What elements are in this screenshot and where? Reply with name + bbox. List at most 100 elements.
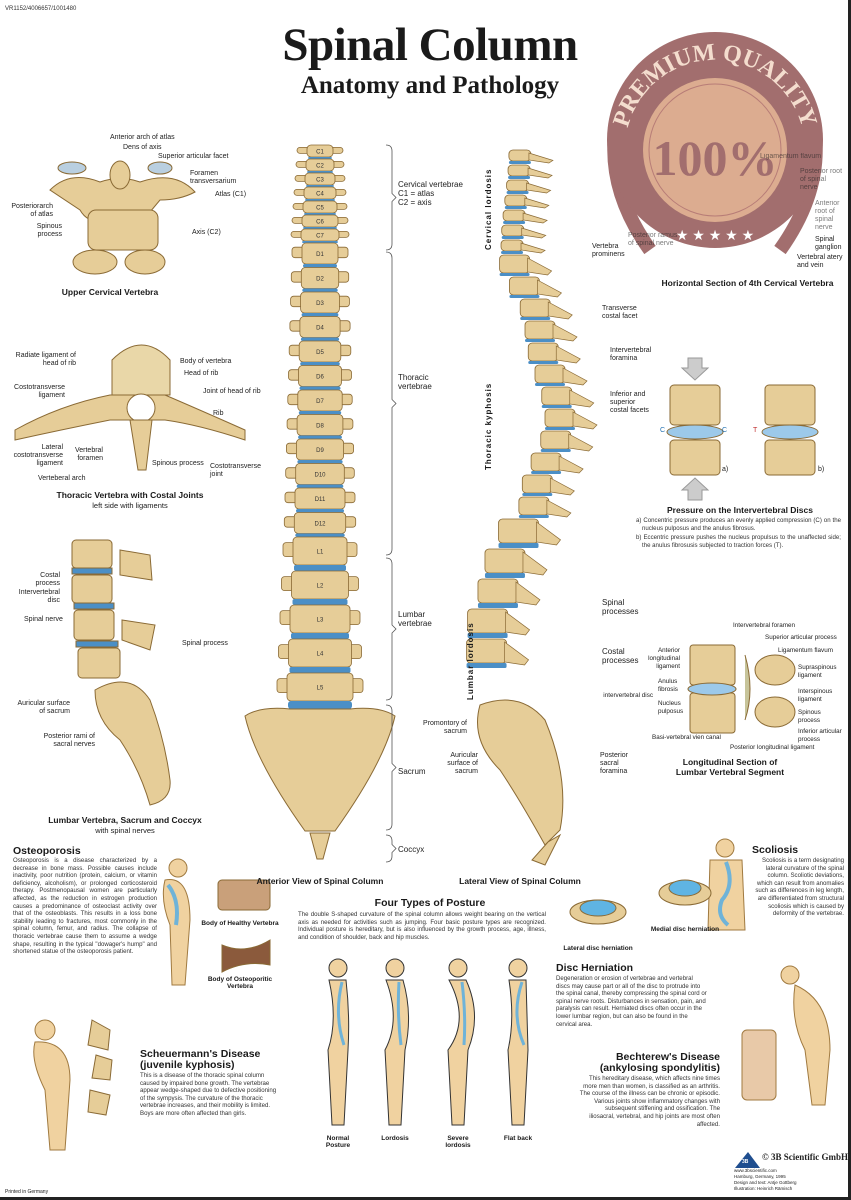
label: Anulus fibrosis (658, 678, 678, 693)
intervertebral-disc (303, 227, 337, 229)
lateral-vertebra (519, 298, 551, 318)
label: Rib (213, 410, 224, 417)
intervertebral-disc (504, 206, 527, 209)
lateral-vertebra (501, 224, 525, 237)
region-name: Cervical vertebrae (398, 180, 463, 189)
lateral-vertebra (499, 254, 530, 274)
intervertebral-disc (308, 157, 332, 159)
spinous-process (546, 499, 572, 518)
intervertebral-disc (501, 236, 524, 239)
spinous-process (515, 581, 541, 606)
vertebra-label: D9 (316, 448, 324, 454)
posture-head (508, 958, 528, 978)
vertebra-label: C7 (316, 234, 324, 240)
label: Superior articular facet (158, 153, 229, 160)
label: Head of rib (184, 370, 219, 377)
lateral-vertebra (498, 518, 539, 544)
intervertebral-disc (289, 667, 351, 673)
posture-spine (515, 981, 526, 1046)
vertebra-label: C2 (316, 164, 324, 170)
intervertebral-disc (477, 603, 518, 608)
vertebra-label: L1 (317, 550, 324, 556)
vertebra-label: D2 (316, 277, 324, 283)
posture-text: The double S-shaped curvature of the spi… (298, 911, 546, 941)
scheuermann-text: This is a disease of the thoracic spinal… (140, 1072, 277, 1117)
lateral-vertebra (521, 474, 553, 494)
vertebra-label: D12 (314, 522, 326, 528)
intervertebral-disc (508, 176, 531, 179)
spinous-process (555, 345, 581, 364)
fig-a: a) (722, 466, 729, 473)
spinous-process (536, 521, 561, 546)
label: Spinous process (152, 460, 204, 467)
upper-cervical-figure (49, 160, 196, 275)
vertebra-label: C1 (316, 150, 324, 156)
label: Posterior ramus of spinal nerve (628, 232, 678, 247)
scheuermann-spine (87, 1019, 113, 1116)
lateral-vertebra (508, 149, 532, 162)
footer-design: Design and text: Antje Gottberg (734, 1180, 797, 1185)
bechterew-title: Bechterew's Disease (ankylosing spondyli… (560, 1052, 720, 1074)
posture-body (507, 979, 529, 1126)
spinous-process (558, 455, 584, 474)
label: Nucleus pulposus (658, 700, 684, 715)
intervertebral-disc (294, 565, 346, 571)
disc-herniation-title: Disc Herniation (556, 962, 634, 974)
label: Vertebral atery and vein (797, 254, 843, 269)
lumbar-sacrum-figure (71, 539, 171, 806)
spinous-process (552, 323, 578, 342)
intervertebral-disc (299, 386, 341, 390)
label: Foramen transversarium (190, 170, 237, 185)
bracket (385, 251, 397, 556)
region-sacrum: Sacrum (398, 767, 426, 776)
intervertebral-disc (298, 435, 342, 439)
page-title: Spinal Column (282, 19, 578, 71)
spinous-process (568, 433, 594, 452)
label: Costal processes (602, 647, 639, 665)
label: Axis (C2) (192, 229, 221, 236)
spinous-process (504, 641, 530, 666)
label: Interspinous ligament (798, 688, 833, 703)
pressure-text-a: a) Concentric pressure produces an evenl… (636, 517, 841, 532)
vertebra-label: C4 (316, 192, 324, 198)
coccyx (309, 832, 331, 860)
caption-line: Lumbar Vertebral Segment (675, 767, 785, 777)
intervertebral-disc (508, 161, 531, 164)
label: Atlas (C1) (215, 191, 247, 198)
spinous-process (527, 167, 553, 179)
spinous-process (522, 212, 548, 224)
spinous-process (522, 551, 548, 576)
posture-type-label: Normal Posture (325, 1135, 351, 1149)
intervertebral-disc (296, 484, 344, 488)
intervertebral-disc (297, 460, 343, 464)
figure-caption: Lumbar Vertebra, Sacrum and Coccyx (48, 815, 202, 825)
intervertebral-disc (302, 241, 338, 243)
bracket (385, 557, 397, 701)
label: Auricular surface of sacrum (17, 700, 70, 715)
vertebra-label: D3 (316, 301, 324, 307)
intervertebral-disc (506, 191, 529, 194)
footer-credits: www.3bscientific.com Hamburg, Germany, 1… (734, 1168, 797, 1192)
spinous-process (562, 367, 588, 386)
spinous-process (569, 389, 595, 408)
title-line: (ankylosing spondylitis) (599, 1062, 720, 1074)
intervertebral-disc (306, 185, 334, 187)
label: Verteberal arch (38, 475, 86, 482)
intervertebral-disc (467, 633, 508, 638)
lateral-vertebra (540, 430, 572, 450)
spinous-process (537, 279, 563, 298)
vertebra-label: D7 (316, 399, 324, 405)
lateral-vertebra (524, 320, 556, 340)
intervertebral-disc (302, 288, 338, 292)
curve-label: Cervical lordosis (484, 168, 493, 250)
footer-url[interactable]: www.3bscientific.com (734, 1168, 777, 1173)
lateral-vertebra (518, 496, 550, 516)
intervertebral-disc (288, 701, 352, 709)
label: Posterior rami of sacral nerves (43, 733, 95, 748)
label: Lateral costotransverse ligament (13, 444, 63, 467)
lateral-vertebra (527, 342, 559, 362)
vertebra-label: D8 (316, 424, 324, 430)
badge-center-text: 100% (653, 130, 778, 186)
